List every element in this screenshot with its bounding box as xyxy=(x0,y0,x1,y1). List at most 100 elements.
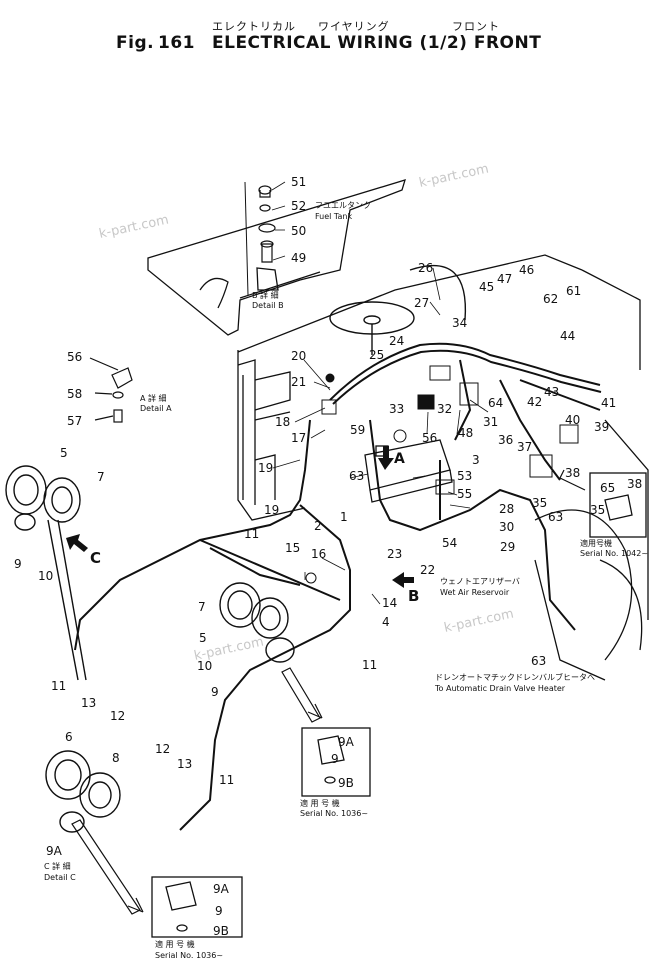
part-35: 35 xyxy=(532,496,547,510)
part-11-c: 11 xyxy=(51,679,66,693)
part-26: 26 xyxy=(418,261,433,275)
part-32: 32 xyxy=(437,402,452,416)
part-62: 62 xyxy=(543,292,558,306)
part-45: 45 xyxy=(479,280,494,294)
part-42: 42 xyxy=(527,395,542,409)
part-12-a: 12 xyxy=(110,709,125,723)
part-11-b: 11 xyxy=(362,658,377,672)
part-56: 56 xyxy=(422,431,437,445)
detail-b-jp: B 詳 細 xyxy=(252,290,279,300)
detail-arrows xyxy=(71,469,586,915)
part-4: 4 xyxy=(382,615,390,629)
part-9-c: 9 xyxy=(331,752,339,766)
part-numbers: 51 52 50 49 26 27 47 46 45 62 61 34 44 2… xyxy=(14,175,642,938)
front-console xyxy=(364,439,453,503)
part-18: 18 xyxy=(275,415,290,429)
detail-c-label: Detail C xyxy=(44,873,76,882)
watermark-3: k-part.com xyxy=(443,607,515,636)
part-5-b: 5 xyxy=(199,631,207,645)
part-11-d: 11 xyxy=(219,773,234,787)
serial-1042-label: Serial No. 1042~ xyxy=(580,549,648,558)
part-35-serial: 35 xyxy=(590,503,605,517)
wet-air-jp: ウェノトエアリザーバ xyxy=(440,577,520,586)
part-9a-c: 9A xyxy=(46,844,63,858)
relay-components xyxy=(305,365,579,584)
part-8: 8 xyxy=(112,751,120,765)
part-54: 54 xyxy=(442,536,457,550)
fuel-tank-outline xyxy=(147,179,406,336)
part-38: 38 xyxy=(565,466,580,480)
part-9-b: 9 xyxy=(211,685,219,699)
part-55: 55 xyxy=(457,487,472,501)
part-17: 17 xyxy=(291,431,306,445)
part-59: 59 xyxy=(350,423,365,437)
title-jp-front: フロント xyxy=(452,20,500,33)
watermark-2: k-part.com xyxy=(98,213,170,242)
part-52: 52 xyxy=(291,199,306,213)
part-46: 46 xyxy=(519,263,534,277)
watermark-1: k-part.com xyxy=(418,162,490,191)
part-11-a: 11 xyxy=(244,527,259,541)
fuel-tank-label: Fuel Tank xyxy=(315,212,352,221)
cab-frame xyxy=(237,254,649,681)
drain-jp: ドレンオートマチックドレンバルブヒータへ xyxy=(435,672,595,682)
serial-1036-center-label: Serial No. 1036~ xyxy=(300,809,368,818)
part-29: 29 xyxy=(500,540,515,554)
part-16: 16 xyxy=(311,547,326,561)
part-9a-bottom: 9A xyxy=(213,882,230,896)
gauge-cluster-detail-c-top xyxy=(5,465,87,681)
detail-b-label: Detail B xyxy=(252,301,284,310)
part-28: 28 xyxy=(499,502,514,516)
fuel-tank-jp: フユエルタンク xyxy=(315,201,371,210)
part-57: 57 xyxy=(67,414,82,428)
part-34: 34 xyxy=(452,316,467,330)
part-47: 47 xyxy=(497,272,512,286)
part-21: 21 xyxy=(291,375,306,389)
gauge-cluster-center xyxy=(219,582,295,663)
part-64: 64 xyxy=(488,396,503,410)
fuel-sender-parts xyxy=(258,185,276,263)
part-33: 33 xyxy=(389,402,404,416)
serial-box-1042 xyxy=(589,472,647,538)
drain-label: To Automatic Drain Valve Heater xyxy=(434,684,566,693)
part-36: 36 xyxy=(498,433,513,447)
part-49: 49 xyxy=(291,251,306,265)
part-9b-bottom: 9B xyxy=(213,924,229,938)
part-10-a: 10 xyxy=(38,569,53,583)
part-13-b: 13 xyxy=(177,757,192,771)
figure-number: 161 xyxy=(158,33,195,53)
part-14: 14 xyxy=(382,596,397,610)
part-19: 19 xyxy=(258,461,273,475)
serial-1036-bottom-jp: 適 用 号 機 xyxy=(155,939,195,949)
part-2: 2 xyxy=(314,519,322,533)
part-13-a: 13 xyxy=(81,696,96,710)
part-41: 41 xyxy=(601,396,616,410)
part-48: 48 xyxy=(458,426,473,440)
part-39: 39 xyxy=(594,420,609,434)
part-1: 1 xyxy=(340,510,348,524)
detail-a-label: Detail A xyxy=(140,404,172,413)
part-3: 3 xyxy=(472,453,480,467)
arrow-label-a: A xyxy=(394,451,405,467)
part-22: 22 xyxy=(420,563,435,577)
part-6: 6 xyxy=(65,730,73,744)
gauge-cluster-detail-c-bottom xyxy=(45,750,121,833)
part-9a-center: 9A xyxy=(338,735,355,749)
part-12-b: 12 xyxy=(155,742,170,756)
part-7-a: 7 xyxy=(97,470,105,484)
part-63-b: 63 xyxy=(548,510,563,524)
title-jp-wiring: ワイヤリング xyxy=(318,20,390,33)
part-31: 31 xyxy=(483,415,498,429)
figure-label: Fig. xyxy=(116,33,155,53)
part-30: 30 xyxy=(499,520,514,534)
part-43: 43 xyxy=(544,385,559,399)
arrow-label-b: B xyxy=(408,587,419,605)
part-63-c: 63 xyxy=(531,654,546,668)
part-19b: 19 xyxy=(264,503,279,517)
direction-arrow-a xyxy=(378,446,394,470)
part-44: 44 xyxy=(560,329,575,343)
serial-1042-jp: 適用号機 xyxy=(580,538,612,548)
serial-box-1036-center xyxy=(301,727,371,797)
wet-air-label: Wet Air Reservoir xyxy=(440,588,510,597)
